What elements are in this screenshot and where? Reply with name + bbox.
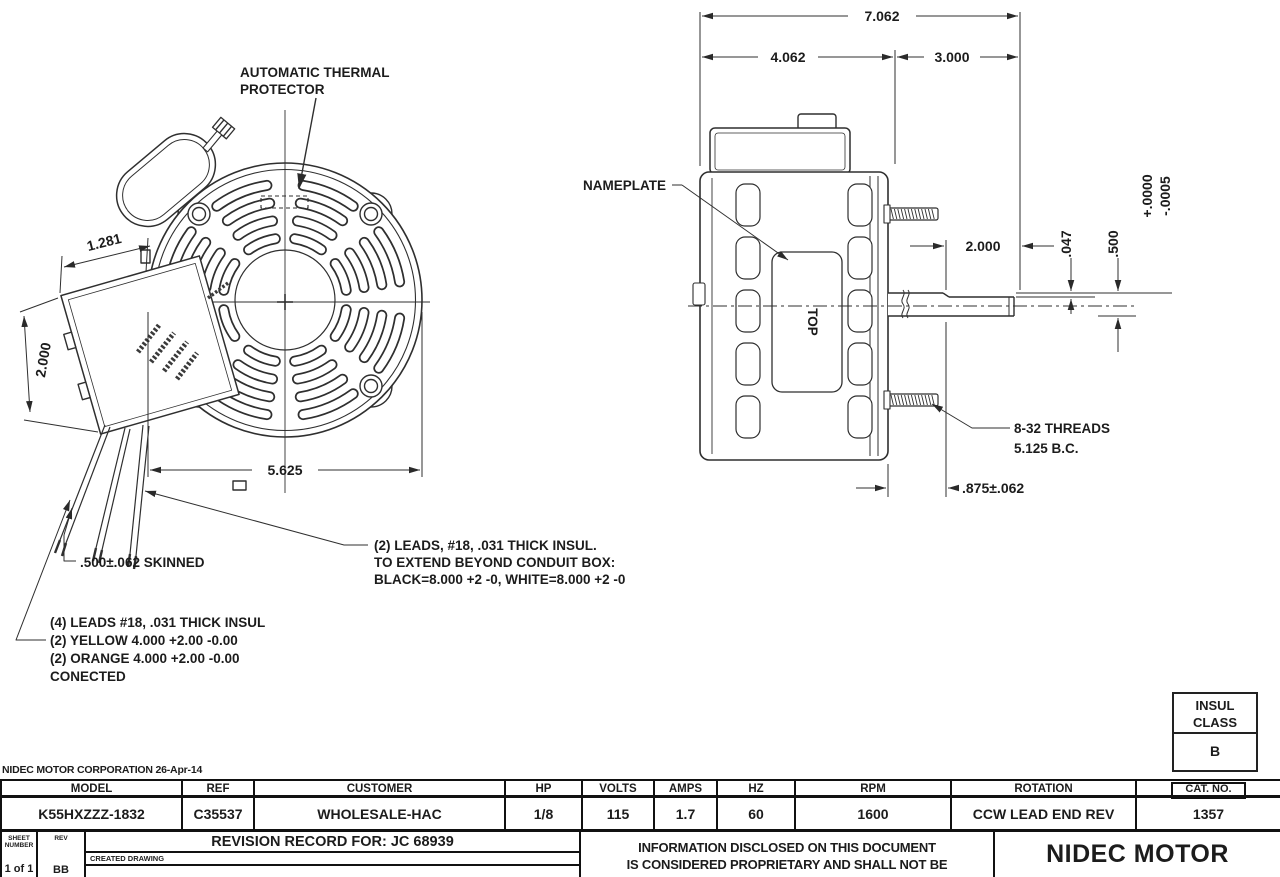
- note-leads2-line2: TO EXTEND BEYOND CONDUIT BOX:: [374, 555, 615, 570]
- revision-record-title: REVISION RECORD FOR: JC 68939: [86, 832, 579, 853]
- proprietary-line2: IS CONSIDERED PROPRIETARY AND SHALL NOT …: [626, 857, 948, 872]
- sheet-label-line2: NUMBER: [4, 842, 34, 849]
- spec-value-hz: 60: [718, 798, 796, 831]
- revision-record-row-empty: [86, 866, 579, 877]
- spec-header-catno: CAT. NO.: [1137, 781, 1280, 799]
- nameplate-label: NAMEPLATE: [583, 178, 666, 193]
- clamp-screw-icon: [202, 116, 236, 153]
- insul-class-value: B: [1209, 743, 1221, 759]
- lead-wires: [53, 424, 150, 570]
- spec-value-amps: 1.7: [655, 798, 718, 831]
- spec-value-catno: 1357: [1137, 798, 1280, 831]
- thermal-protector-label-1: AUTOMATIC THERMAL: [240, 65, 389, 80]
- rev-value: BB: [53, 864, 69, 876]
- company-name: NIDEC MOTOR: [1046, 840, 1229, 868]
- sheet-number-value: 1 of 1: [4, 863, 34, 875]
- insul-label-line2: CLASS: [1192, 715, 1238, 730]
- leads2-leader: [144, 490, 368, 546]
- dim-875: [856, 322, 959, 497]
- dim-4062-label: 4.062: [770, 49, 805, 65]
- nameplate-top-label: TOP: [805, 308, 820, 336]
- spec-header-model: MODEL: [2, 781, 183, 798]
- dim-2000-side-label: 2.000: [965, 238, 1000, 254]
- spec-header-amps: AMPS: [655, 781, 718, 798]
- note-skinned: .500±.062 SKINNED: [80, 555, 205, 570]
- shaft: [888, 289, 1015, 319]
- spec-value-volts: 115: [583, 798, 655, 831]
- dim-875-label: .875±.062: [962, 480, 1024, 496]
- rev-label: REV: [54, 835, 68, 842]
- spec-header-rotation: ROTATION: [952, 781, 1137, 798]
- note-threads-line2: 5.125 B.C.: [1014, 441, 1079, 456]
- corporation-line: NIDEC MOTOR CORPORATION 26-Apr-14: [2, 764, 203, 776]
- spec-header-hp: HP: [506, 781, 583, 798]
- catno-badge: CAT. NO.: [1171, 782, 1246, 799]
- dim-2000-front: [19, 297, 99, 433]
- revision-record-row: CREATED DRAWING: [86, 853, 579, 866]
- tol-plus-label: +.0000: [1139, 174, 1155, 217]
- dim-5625-label: 5.625: [267, 462, 302, 478]
- thermal-protector-label-2: PROTECTOR: [240, 82, 325, 97]
- conduit-box-side: [709, 127, 851, 175]
- spec-value-model: K55HXZZZ-1832: [2, 798, 183, 831]
- dim-7062-label: 7.062: [864, 8, 899, 24]
- spec-value-hp: 1/8: [506, 798, 583, 831]
- insul-class-box: INSUL CLASS B: [1172, 692, 1258, 772]
- revision-band: SHEET NUMBER 1 of 1 REV BB REVISION RECO…: [0, 829, 1280, 877]
- note-leads4-line4: CONECTED: [50, 669, 126, 684]
- mounting-studs: [883, 204, 939, 410]
- note-leads2-line3: BLACK=8.000 +2 -0, WHITE=8.000 +2 -0: [374, 572, 625, 587]
- spec-value-customer: WHOLESALE-HAC: [255, 798, 506, 831]
- note-threads-line1: 8-32 THREADS: [1014, 421, 1110, 436]
- dim-3000-label: 3.000: [934, 49, 969, 65]
- dim-2000-side: [910, 240, 1054, 290]
- threads-leader: [931, 403, 1010, 429]
- dim-4062-3000: [702, 50, 1018, 164]
- note-leads4-line1: (4) LEADS #18, .031 THICK INSUL: [50, 615, 265, 630]
- vent-slots: [735, 183, 873, 439]
- sheet-number-cell: SHEET NUMBER 1 of 1: [0, 832, 38, 877]
- proprietary-notice: INFORMATION DISCLOSED ON THIS DOCUMENT I…: [581, 832, 995, 877]
- spec-header-ref: REF: [183, 781, 255, 798]
- thru-bolt-head: [692, 282, 706, 306]
- insul-label-line1: INSUL: [1195, 698, 1235, 713]
- note-leads4-line2: (2) YELLOW 4.000 +2.00 -0.00: [50, 633, 238, 648]
- spec-header-rpm: RPM: [796, 781, 952, 798]
- spec-value-ref: C35537: [183, 798, 255, 831]
- sheet-label-line1: SHEET: [8, 835, 30, 842]
- dim-5625: [147, 312, 423, 477]
- conduit-box: [60, 255, 240, 435]
- thermal-leader-line: [297, 97, 317, 190]
- spec-header-hz: HZ: [718, 781, 796, 798]
- front-view: [15, 97, 430, 641]
- dim-1281: [59, 237, 151, 294]
- proprietary-line1: INFORMATION DISCLOSED ON THIS DOCUMENT: [638, 840, 936, 855]
- dim-1281-label: 1.281: [85, 230, 123, 254]
- dim-2000-front-label: 2.000: [32, 341, 54, 378]
- note-leads4-line3: (2) ORANGE 4.000 +2.00 -0.00: [50, 651, 239, 666]
- box-stamp-marks: [136, 281, 230, 381]
- dim-7062: [699, 12, 1021, 290]
- dim-047-label: .047: [1058, 230, 1074, 257]
- side-view: [672, 12, 1172, 497]
- leads4-leader: [15, 499, 71, 641]
- thermal-protector-zone: [260, 195, 309, 209]
- spec-value-rpm: 1600: [796, 798, 952, 831]
- spec-header-customer: CUSTOMER: [255, 781, 506, 798]
- nameplate-rect: [771, 251, 843, 393]
- skinned-leader: [63, 535, 76, 562]
- dim-500-label: .500: [1105, 230, 1121, 257]
- revision-record-cell: REVISION RECORD FOR: JC 68939 CREATED DR…: [86, 832, 581, 877]
- rev-cell: REV BB: [38, 832, 86, 877]
- spec-header-volts: VOLTS: [583, 781, 655, 798]
- motor-drawing: AUTOMATIC THERMAL PROTECTOR 1.281 2.000 …: [15, 8, 1173, 684]
- spec-table: MODEL REF CUSTOMER HP VOLTS AMPS HZ RPM …: [0, 779, 1280, 831]
- note-leads2-line1: (2) LEADS, #18, .031 THICK INSUL.: [374, 538, 597, 553]
- spec-value-rotation: CCW LEAD END REV: [952, 798, 1137, 831]
- tol-minus-label: -.0005: [1157, 176, 1173, 216]
